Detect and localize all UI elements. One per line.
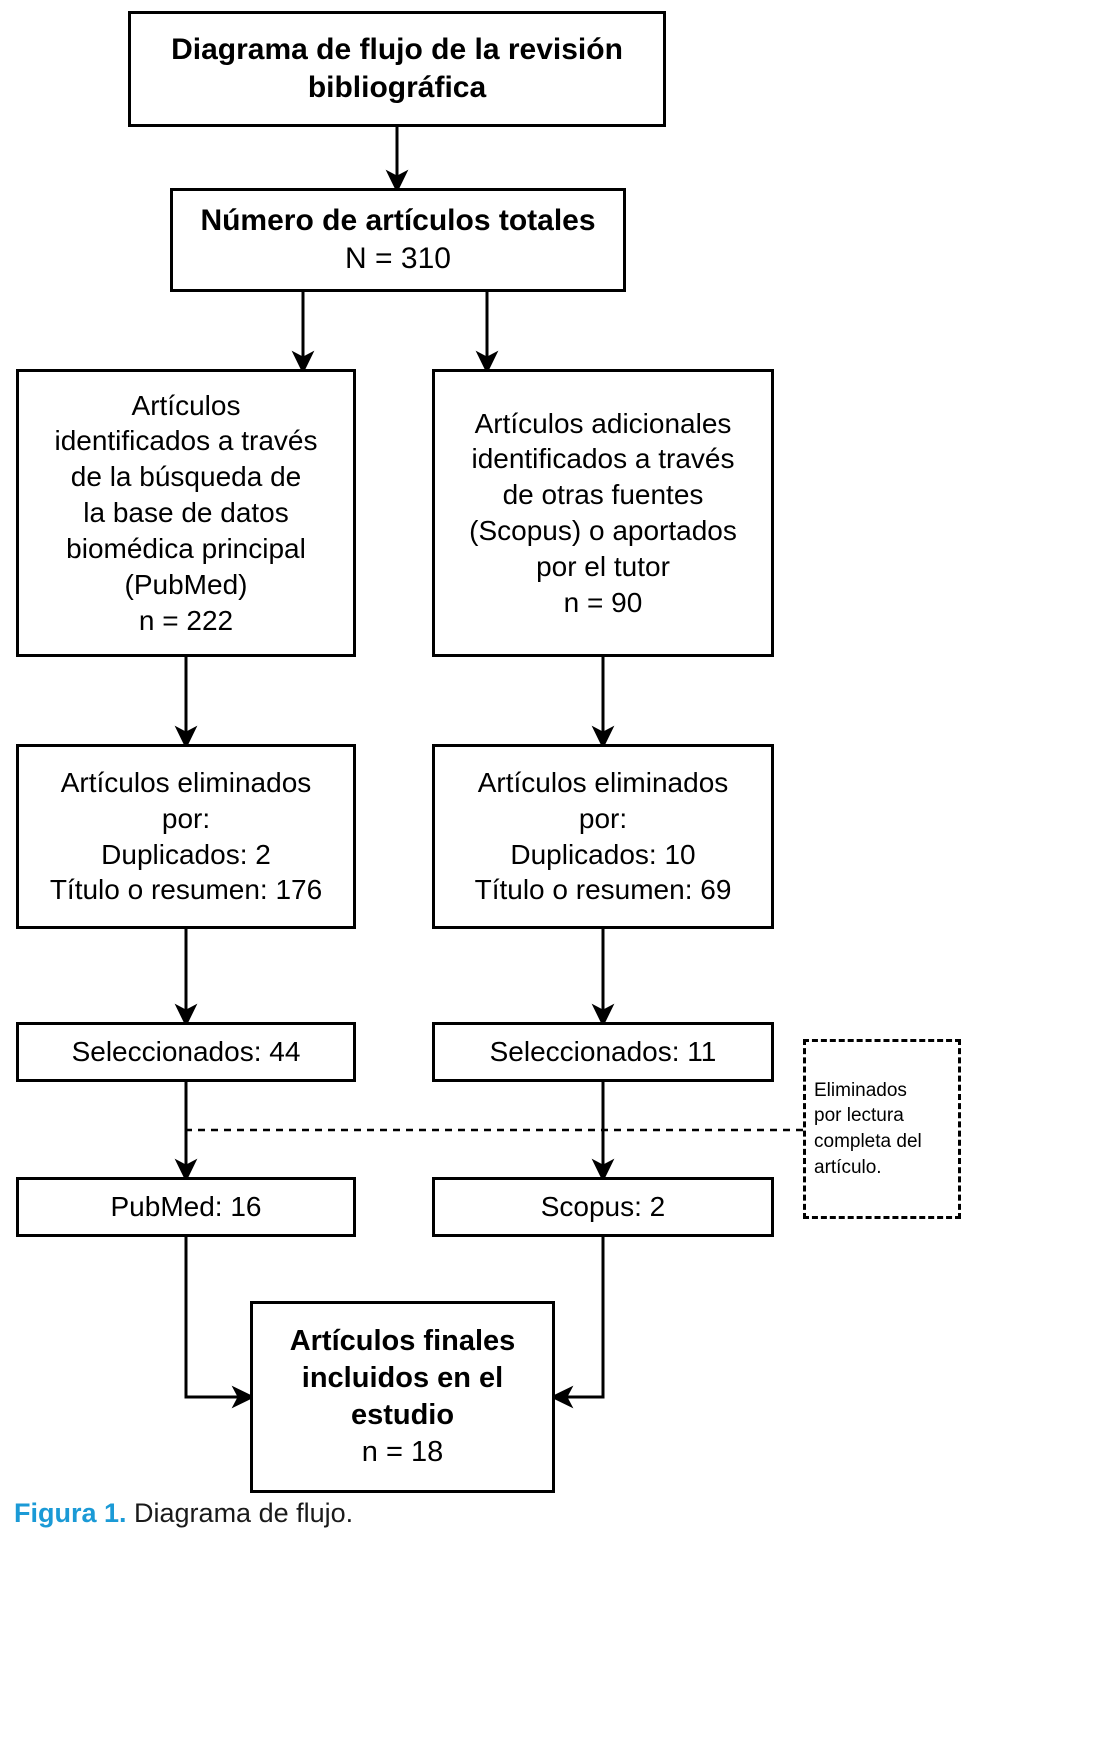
figure-caption-text: Diagrama de flujo. [126, 1498, 354, 1528]
other-source-line-5: por el tutor [536, 550, 670, 582]
eliminated-right-duplicates: Duplicados: 10 [510, 838, 696, 870]
note-line-4: artículo. [814, 1156, 882, 1178]
other-source-line-4: (Scopus) o aportados [469, 515, 737, 546]
total-count: N = 310 [345, 242, 451, 275]
figure-caption: Figura 1. Diagrama de flujo. [14, 1496, 353, 1531]
box-selected-pubmed: Seleccionados: 44 [16, 1022, 356, 1082]
pubmed-source-line-4: la base de datos [83, 497, 289, 529]
final-line-3: estudio [350, 1399, 455, 1431]
pubmed-source-line-3: de la búsqueda de [70, 461, 302, 493]
eliminated-left-title-abstract: Título o resumen: 176 [49, 874, 323, 906]
eliminated-right-line-2: por: [578, 802, 628, 834]
note-line-1: Eliminados [814, 1079, 907, 1101]
selected-left-label: Seleccionados: 44 [71, 1036, 301, 1068]
pubmed-source-count: n = 222 [138, 604, 234, 636]
box-final-articles: Artículos finales incluidos en el estudi… [250, 1301, 555, 1493]
selected-right-label: Seleccionados: 11 [489, 1036, 717, 1068]
note-line-2: por lectura [814, 1105, 904, 1127]
other-source-line-3: de otras fuentes [502, 479, 704, 511]
scopus-final-label: Scopus: 2 [540, 1191, 666, 1223]
title-line-2: bibliográfica [307, 71, 487, 104]
figure-caption-label: Figura 1. [14, 1498, 127, 1528]
final-line-1: Artículos finales [289, 1324, 516, 1357]
pubmed-source-line-5: biomédica principal [66, 532, 306, 564]
pubmed-final-label: PubMed: 16 [110, 1191, 262, 1223]
box-pubmed-source: Artículos identificados a través de la b… [16, 369, 356, 657]
box-eliminated-other: Artículos eliminados por: Duplicados: 10… [432, 744, 774, 929]
pubmed-source-line-2: identificados a través [54, 425, 318, 457]
note-line-3: completa del [814, 1131, 922, 1152]
box-scopus-final: Scopus: 2 [432, 1177, 774, 1237]
other-source-line-1: Artículos adicionales [474, 407, 732, 439]
title-line-1: Diagrama de flujo de la revisión [171, 32, 623, 66]
box-pubmed-final: PubMed: 16 [16, 1177, 356, 1237]
edge-scopus-final-to-final [549, 1237, 605, 1409]
box-eliminated-pubmed: Artículos eliminados por: Duplicados: 2 … [16, 744, 356, 929]
other-source-line-2: identificados a través [471, 443, 735, 475]
eliminated-left-line-2: por: [161, 802, 211, 834]
box-selected-other: Seleccionados: 11 [432, 1022, 774, 1082]
eliminated-right-line-1: Artículos eliminados [477, 766, 729, 798]
final-line-2: incluidos en el [301, 1361, 504, 1394]
pubmed-source-line-1: Artículos [131, 389, 241, 421]
final-count: n = 18 [361, 1436, 444, 1469]
box-exclusion-note: Eliminados por lectura completa del artí… [803, 1039, 961, 1219]
box-total-articles: Número de artículos totales N = 310 [170, 188, 626, 292]
box-diagram-title: Diagrama de flujo de la revisión bibliog… [128, 11, 666, 127]
eliminated-left-line-1: Artículos eliminados [60, 766, 312, 798]
edge-pubmed-final-to-final [184, 1237, 256, 1409]
box-other-sources: Artículos adicionales identificados a tr… [432, 369, 774, 657]
total-heading: Número de artículos totales [200, 203, 596, 237]
other-source-count: n = 90 [563, 586, 643, 618]
eliminated-left-duplicates: Duplicados: 2 [101, 838, 271, 870]
eliminated-right-title-abstract: Título o resumen: 69 [474, 874, 732, 906]
pubmed-source-line-6: (PubMed) [124, 568, 248, 600]
